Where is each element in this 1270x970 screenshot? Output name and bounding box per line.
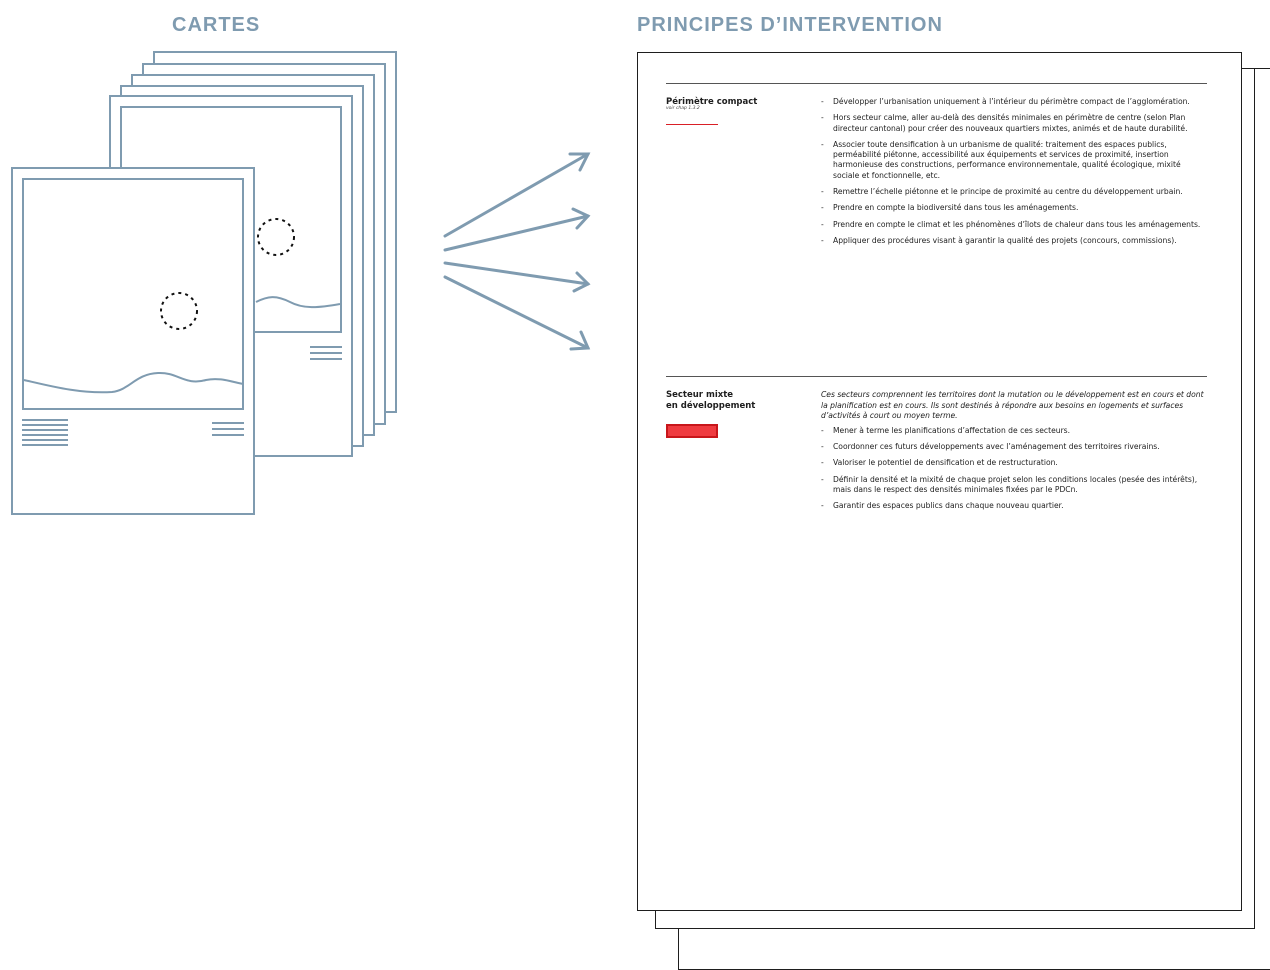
principes-heading: PRINCIPES D’INTERVENTION — [637, 14, 943, 36]
principle-item: Associer toute densification à un urbani… — [821, 140, 1207, 181]
arrow-2 — [443, 207, 591, 252]
section-body: Ces secteurs comprennent les territoires… — [821, 390, 1207, 518]
location-marker-icon — [160, 292, 198, 330]
principle-item: Prendre en compte le climat et les phéno… — [821, 220, 1207, 231]
section-intro: Ces secteurs comprennent les territoires… — [821, 390, 1204, 421]
section-secteur-mixte: Secteur mixte en développement Ces secte… — [666, 376, 1207, 512]
cartes-heading: CARTES — [172, 14, 261, 36]
section-reference: voir chap 1.3.2 — [666, 106, 700, 111]
section-perimetre-compact: Périmètre compact voir chap 1.3.2 Dévelo… — [666, 83, 1207, 247]
principle-item: Définir la densité et la mixité de chaqu… — [821, 475, 1207, 496]
section-title: Périmètre compact — [666, 97, 758, 107]
arrow-1 — [443, 152, 591, 238]
principle-item: Développer l’urbanisation uniquement à l… — [821, 97, 1207, 108]
section-title: Secteur mixte en développement — [666, 390, 756, 411]
flow-arrows — [443, 152, 591, 351]
principle-item: Garantir des espaces publics dans chaque… — [821, 501, 1207, 512]
section-body: Développer l’urbanisation uniquement à l… — [821, 97, 1207, 252]
arrow-3 — [443, 261, 591, 293]
principles-list: Développer l’urbanisation uniquement à l… — [821, 97, 1207, 247]
principles-list: Mener à terme les planifications d’affec… — [821, 426, 1207, 512]
arrow-4 — [443, 275, 591, 351]
principle-item: Hors secteur calme, aller au-delà des de… — [821, 113, 1207, 134]
principles-document: Périmètre compact voir chap 1.3.2 Dévelo… — [637, 52, 1242, 911]
terrain-line — [23, 371, 244, 394]
map-stack-illustration — [11, 51, 397, 515]
principle-item: Mener à terme les planifications d’affec… — [821, 426, 1207, 437]
location-marker-icon — [257, 218, 295, 256]
principle-item: Appliquer des procédures visant à garant… — [821, 236, 1207, 247]
terrain-line — [255, 296, 341, 309]
compact-perimeter-legend-line — [666, 124, 718, 125]
mixed-sector-legend-swatch — [666, 424, 718, 438]
principle-item: Coordonner ces futurs développements ave… — [821, 442, 1207, 453]
principle-item: Remettre l’échelle piétonne et le princi… — [821, 187, 1207, 198]
principle-item: Prendre en compte la biodiversité dans t… — [821, 203, 1207, 214]
front-map-card — [11, 167, 255, 515]
principle-item: Valoriser le potentiel de densification … — [821, 458, 1207, 469]
